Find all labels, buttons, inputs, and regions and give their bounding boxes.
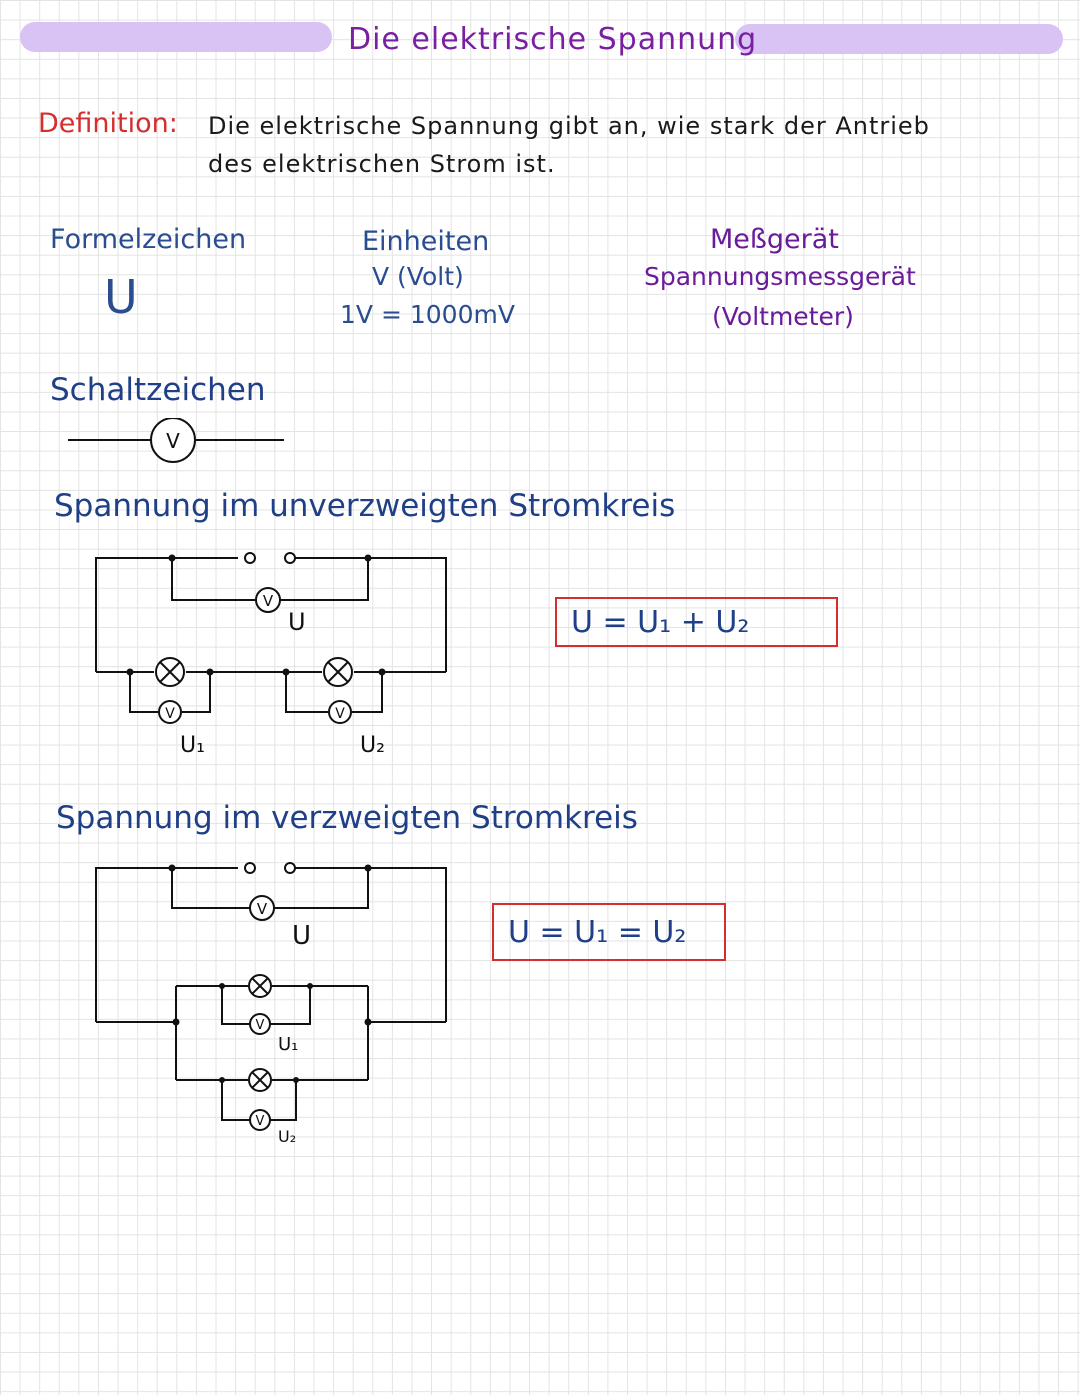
formula-symbol-value: U [104,270,138,324]
voltmeter-symbol: V [68,418,284,463]
parallel-voltmeter-u1-letter: V [256,1018,265,1033]
definition-text-line2: des elektrischen Strom ist. [208,150,556,178]
series-voltmeter-u2-letter: V [335,706,345,722]
formula-symbol-heading: Formelzeichen [50,224,247,255]
definition-text-line1: Die elektrische Spannung gibt an, wie st… [208,112,930,140]
parallel-circuit-diagram: V V V U U₁ U₂ [95,862,447,1146]
device-heading: Meßgerät [710,224,839,255]
device-line1: Spannungsmessgerät [644,262,916,291]
series-formula-box: U = U₁ + U₂ [555,597,838,647]
units-heading: Einheiten [362,226,490,257]
units-line2: 1V = 1000mV [340,300,515,329]
device-line2: (Voltmeter) [712,302,854,331]
parallel-formula-box: U = U₁ = U₂ [492,903,726,961]
definition-label: Definition: [38,108,178,139]
circuit-symbol-heading: Schaltzeichen [50,372,266,408]
page-title: Die elektrische Spannung [348,22,758,57]
units-line1: V (Volt) [372,262,464,291]
voltmeter-symbol-letter: V [166,429,180,453]
parallel-voltmeter-main-letter: V [257,900,268,918]
series-voltmeter-u1-letter: V [165,706,175,722]
parallel-label-total: U [292,921,311,951]
series-label-u2: U₂ [360,733,385,758]
header-decoration-right [735,24,1063,54]
parallel-label-u2: U₂ [278,1127,296,1146]
series-label-total: U [288,608,306,636]
parallel-circuit-heading: Spannung im verzweigten Stromkreis [56,800,638,836]
parallel-voltmeter-u2-letter: V [256,1114,265,1129]
series-voltmeter-main-letter: V [263,592,274,610]
series-circuit-heading: Spannung im unverzweigten Stromkreis [54,488,676,524]
parallel-label-u1: U₁ [278,1034,298,1055]
series-label-u1: U₁ [180,733,205,758]
header-decoration-left [20,22,332,52]
series-circuit-diagram: V V V U U₁ U₂ [95,552,447,758]
